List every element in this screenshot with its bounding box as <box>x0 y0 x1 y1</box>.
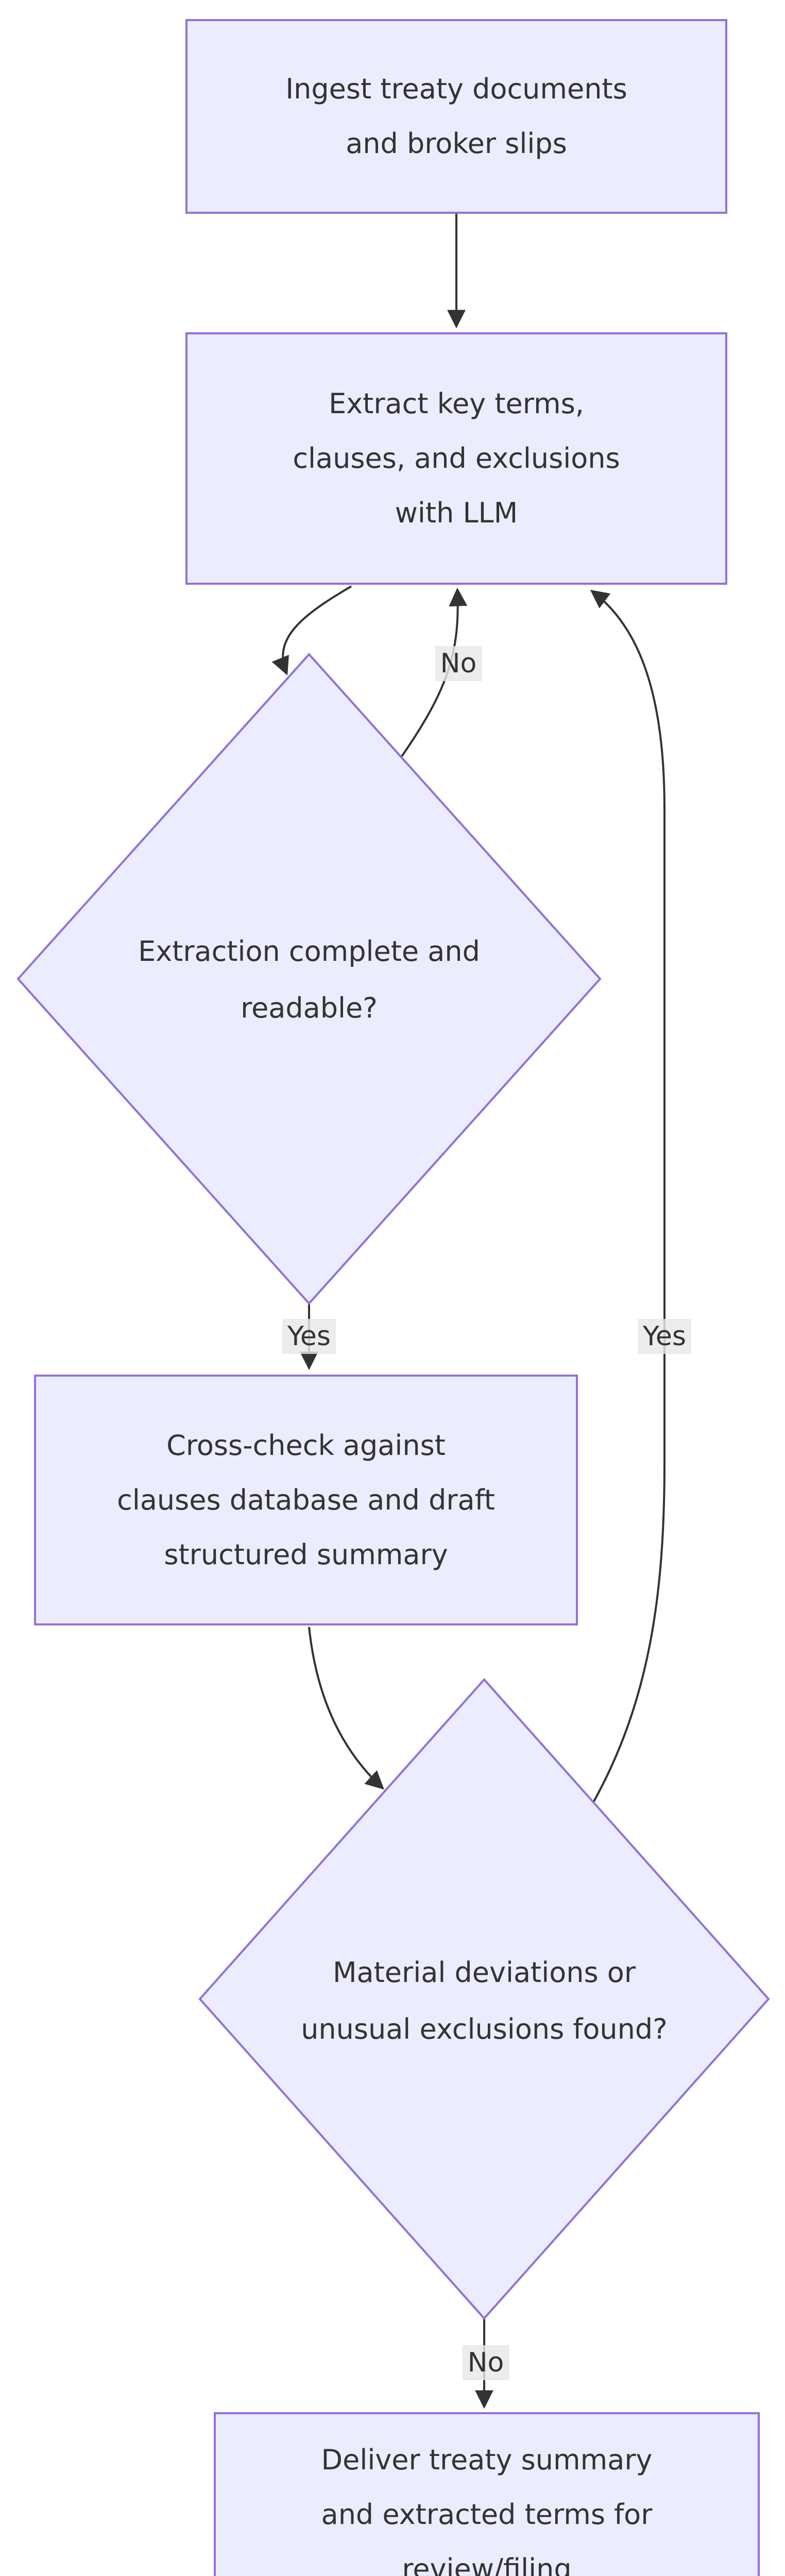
node-deliver-summary-label: Deliver treaty summary and extracted ter… <box>321 2444 653 2576</box>
edge-extract-to-decision1 <box>271 585 352 675</box>
node-extract-key-terms: Extract key terms, clauses, and exclusio… <box>185 332 727 585</box>
decision1-diamond-shape <box>16 653 602 1305</box>
node-extract-key-terms-label: Extract key terms, clauses, and exclusio… <box>293 387 620 529</box>
edge-decision2-yes-to-extract <box>590 589 665 1803</box>
node-cross-check: Cross-check against clauses database and… <box>34 1375 578 1625</box>
edge-label-yes-2: Yes <box>638 1319 691 1354</box>
edge-label-no-2: No <box>462 2345 509 2380</box>
node-cross-check-label: Cross-check against clauses database and… <box>117 1429 495 1571</box>
node-ingest-documents: Ingest treaty documents and broker slips <box>185 19 727 214</box>
node-deliver-summary: Deliver treaty summary and extracted ter… <box>214 2412 760 2576</box>
node-ingest-documents-label: Ingest treaty documents and broker slips <box>285 73 627 160</box>
edge-label-no-1: No <box>435 646 482 681</box>
edge-label-yes-1: Yes <box>282 1319 336 1354</box>
decision2-diamond-shape <box>198 1677 770 2320</box>
edge-crosscheck-to-decision2 <box>308 1626 384 1790</box>
